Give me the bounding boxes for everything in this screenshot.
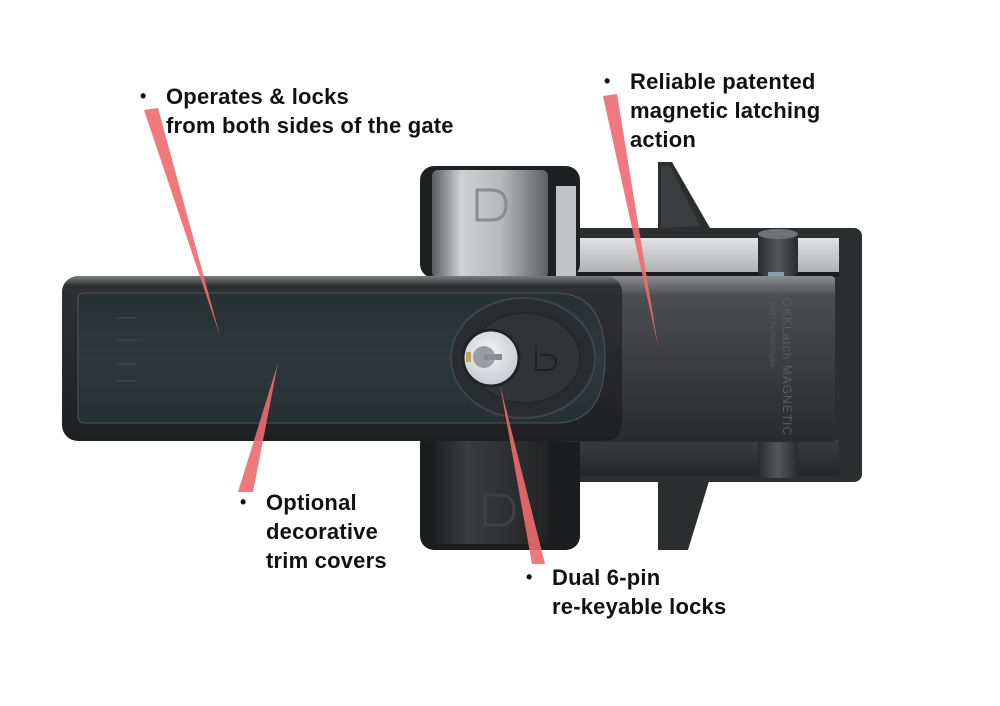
trim-grip-marks bbox=[117, 317, 137, 382]
callout-dual-locks: • Dual 6-pin re-keyable locks bbox=[526, 563, 726, 621]
callout-pointers bbox=[144, 94, 658, 564]
bullet: • bbox=[526, 567, 533, 587]
callout-text: Optional decorative trim covers bbox=[266, 490, 387, 573]
pointer-trim bbox=[238, 363, 278, 492]
lower-fin bbox=[658, 478, 710, 550]
callout-magnetic-latching: • Reliable patented magnetic latching ac… bbox=[604, 67, 820, 154]
escutcheon-logo-icon bbox=[535, 345, 558, 371]
pointer-magnetic bbox=[603, 94, 658, 346]
body-engraving-sub: D&D Technologies bbox=[768, 302, 777, 368]
pointer-locks bbox=[500, 385, 545, 564]
pointer-both-sides bbox=[144, 108, 220, 336]
body-engraving: LOKKLatch MAGNETIC bbox=[780, 290, 794, 436]
bottom-cylinder-logo-icon bbox=[483, 493, 516, 527]
lock-body bbox=[560, 276, 835, 442]
bullet: • bbox=[140, 86, 147, 106]
bullet: • bbox=[240, 492, 247, 512]
callout-text: Reliable patented magnetic latching acti… bbox=[630, 69, 821, 152]
callout-text: Dual 6-pin re-keyable locks bbox=[552, 565, 727, 619]
magnet-knob-top bbox=[758, 232, 798, 276]
magnet-knob-bottom bbox=[758, 438, 798, 478]
callout-text: Operates & locks from both sides of the … bbox=[166, 84, 454, 138]
top-cylinder-logo-icon bbox=[475, 188, 508, 222]
bullet: • bbox=[604, 71, 611, 91]
callout-both-sides: • Operates & locks from both sides of th… bbox=[140, 82, 454, 140]
callout-trim-covers: • Optional decorative trim covers bbox=[240, 488, 387, 575]
